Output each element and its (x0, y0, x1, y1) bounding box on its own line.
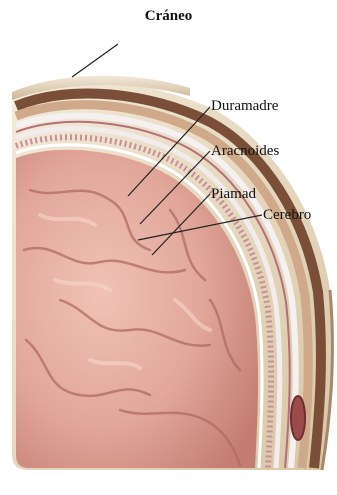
label-cerebro: Cerebro (263, 207, 311, 224)
vessel (291, 396, 305, 440)
leader-craneo (72, 44, 118, 77)
label-duramadre: Duramadre (211, 98, 278, 115)
label-piamad: Piamad (211, 186, 256, 203)
label-aracnoides: Aracnoides (211, 143, 279, 160)
title-craneo: Cráneo (0, 8, 337, 25)
